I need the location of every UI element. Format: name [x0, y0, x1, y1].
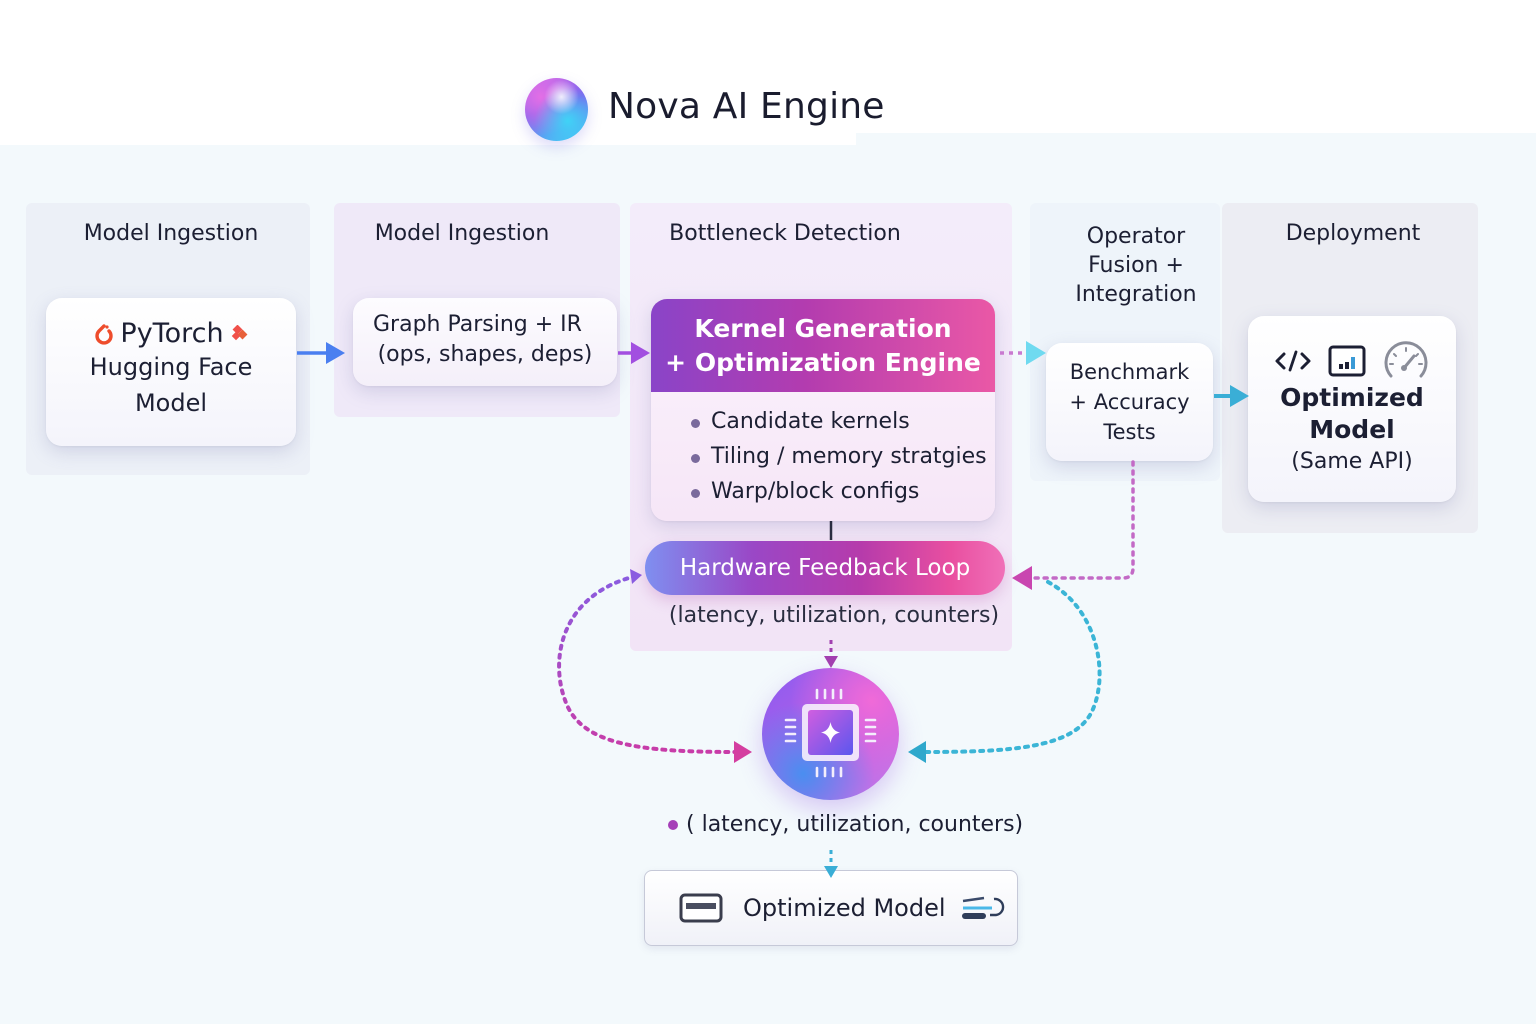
engine-header: Kernel Generation + Optimization Engine — [651, 299, 995, 392]
card-line: Tests — [1103, 420, 1156, 444]
page-title: Nova AI Engine — [608, 86, 885, 127]
card-line: + Accuracy — [1069, 390, 1190, 414]
feedback-metrics: (latency, utilization, counters) — [668, 603, 1000, 628]
hugging-face-icon — [231, 324, 248, 340]
card-line-bold: Model — [1309, 415, 1395, 444]
card-line: (ops, shapes, deps) — [377, 342, 593, 367]
card-line: (Same API) — [1291, 449, 1413, 474]
arrow-benchmark-to-feedback — [1012, 460, 1135, 590]
hardware-feedback-loop-pill[interactable]: Hardware Feedback Loop — [645, 541, 1005, 595]
graph-parsing-card[interactable]: Graph Parsing + IR (ops, shapes, deps) — [353, 298, 617, 386]
stage-title: Operator Fusion + Integration — [1040, 222, 1232, 309]
bullet-item: Tiling / memory stratgies — [691, 439, 995, 474]
benchmark-card[interactable]: Benchmark + Accuracy Tests — [1046, 343, 1213, 461]
deploy-loop-icon — [961, 896, 1004, 919]
hardware-metrics: ( latency, utilization, counters) — [668, 812, 1023, 837]
hardware-chip[interactable] — [762, 668, 899, 800]
engine-bullets: Candidate kernels Tiling / memory stratg… — [651, 392, 995, 509]
code-icon — [1275, 350, 1311, 372]
output-label: Optimized Model — [743, 894, 946, 922]
stage-title: Bottleneck Detection — [669, 221, 901, 246]
card-line-bold: Optimized — [1280, 383, 1424, 412]
optimized-model-output[interactable]: Optimized Model — [644, 870, 1018, 946]
bullet-item: Warp/block configs — [691, 474, 995, 509]
deployment-icons — [1248, 340, 1456, 382]
speedometer-icon — [1384, 341, 1428, 378]
bullet-item: Candidate kernels — [691, 404, 995, 439]
hardware-metrics-text: ( latency, utilization, counters) — [686, 812, 1024, 837]
framework-name: PyTorch — [120, 318, 224, 349]
stage-title: Model Ingestion — [83, 221, 259, 246]
dashboard-chart-icon — [1328, 345, 1366, 377]
header-band — [0, 0, 1536, 145]
stage-title-line: Integration — [1075, 282, 1197, 307]
deployment-card[interactable]: Optimized Model (Same API) — [1248, 316, 1456, 502]
engine-header-line: Kernel Generation — [694, 314, 952, 343]
card-line: Graph Parsing + IR — [373, 312, 582, 337]
bullet-dot-icon — [668, 819, 678, 830]
stage-title-line: Operator — [1086, 224, 1186, 249]
pytorch-flame-icon — [95, 323, 114, 345]
stage-title: Deployment — [1285, 221, 1421, 246]
ai-chip-icon — [784, 688, 877, 778]
kernel-generation-card[interactable]: Kernel Generation + Optimization Engine … — [651, 299, 995, 521]
stage-title: Model Ingestion — [374, 221, 550, 246]
card-line: Model — [134, 389, 208, 417]
engine-header-line: + Optimization Engine — [665, 348, 981, 377]
stage-title-line: Fusion + — [1088, 253, 1184, 278]
card-line: Benchmark — [1069, 360, 1190, 384]
model-card-icon — [679, 893, 723, 923]
card-line: Hugging Face — [89, 353, 253, 381]
source-model-card[interactable]: PyTorch Hugging Face Model — [46, 298, 296, 446]
gradient-orb-logo-icon — [525, 78, 588, 141]
